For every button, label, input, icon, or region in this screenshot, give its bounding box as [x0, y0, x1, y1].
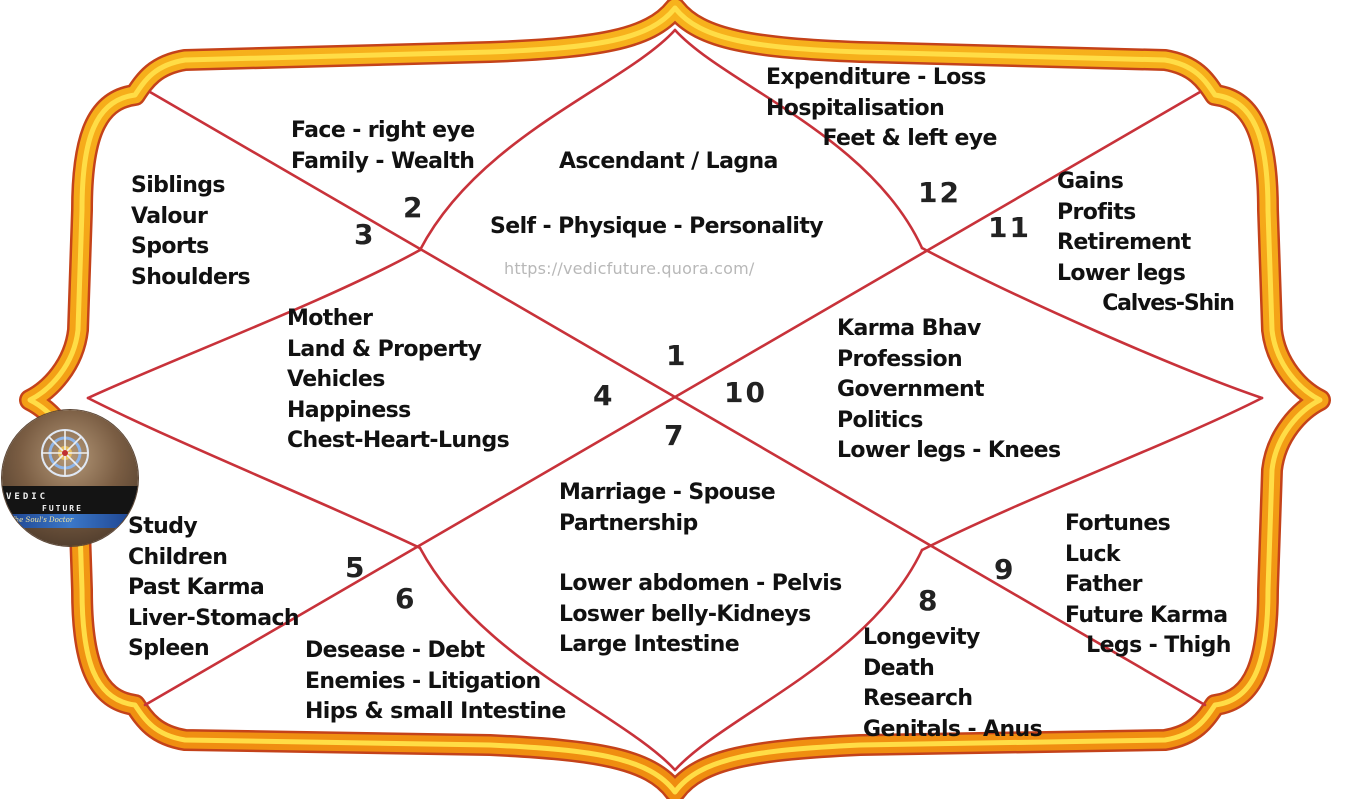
house-number-11: 11 [988, 211, 1031, 244]
house-4-line: Happiness [287, 397, 411, 423]
house-3-line: Shoulders [131, 264, 251, 290]
house-8-line: Death [863, 655, 935, 681]
ornate-frame-body [21, 0, 1329, 799]
house-10-line: Profession [837, 346, 963, 372]
ornate-frame-highlight [27, 5, 1323, 795]
logo-water-band [2, 514, 138, 528]
watermark-url: https://vedicfuture.quora.com/ [504, 259, 755, 278]
house-5-line: Past Karma [128, 575, 265, 600]
inner-curve-bottom-left [418, 546, 677, 772]
house-7-line: Partnership [559, 510, 698, 536]
house-1-line [490, 178, 823, 212]
house-4-line: Chest-Heart-Lungs [287, 428, 510, 453]
house-8-text: Longevity Death Research Genitals - Anus [863, 623, 1043, 745]
house-number-12: 12 [918, 176, 961, 209]
house-5-line: Children [128, 544, 228, 570]
house-5-text: Study Children Past Karma Liver-Stomach … [128, 512, 300, 665]
house-11-line: Retirement [1057, 230, 1191, 255]
house-4-text: Mother Land & Property Vehicles Happines… [287, 304, 510, 457]
house-10-line: Lower legs - Knees [837, 438, 1061, 463]
house-7-line [559, 539, 842, 569]
house-number-8: 8 [918, 584, 940, 617]
inner-curve-right-bottom [920, 396, 1264, 552]
inner-curve-top-left [418, 28, 677, 252]
inner-curve-right-top [920, 246, 1264, 400]
house-11-line: Lower legs [1057, 260, 1186, 286]
house-6-line: Desease - Debt [305, 638, 485, 663]
house-12-text: Expenditure - Loss Hospitalisation Feet … [766, 63, 997, 155]
house-number-1: 1 [666, 339, 688, 372]
house-7-line: Lower abdomen - Pelvis [559, 571, 842, 596]
inner-curve-left-top [86, 248, 422, 400]
house-3-text: Siblings Valour Sports Shoulders [131, 171, 251, 293]
house-2-line: Family - Wealth [291, 148, 475, 174]
house-7-line: Loswer belly-Kidneys [559, 601, 811, 627]
house-7-line: Marriage - Spouse [559, 480, 776, 505]
house-5-line: Liver-Stomach [128, 605, 300, 631]
house-4-line: Vehicles [287, 367, 385, 392]
house-number-9: 9 [994, 553, 1016, 586]
house-number-10: 10 [724, 376, 767, 409]
house-1-line: Ascendant / Lagna [559, 149, 778, 174]
house-6-line: Hips & small Intestine [305, 699, 566, 724]
house-11-text: Gains Profits Retirement Lower legs Calv… [1057, 167, 1235, 320]
house-number-3: 3 [354, 218, 376, 251]
house-9-line: Fortunes [1065, 511, 1171, 536]
house-number-4: 4 [593, 379, 615, 412]
logo-brand-bottom: FUTURE [42, 504, 83, 513]
house-5-line: Spleen [128, 636, 210, 661]
house-8-line: Longevity [863, 625, 980, 650]
ornate-frame [19, 0, 1331, 799]
house-9-line: Future Karma [1065, 602, 1228, 628]
house-8-line: Research [863, 686, 973, 711]
house-6-line: Enemies - Litigation [305, 668, 541, 694]
house-1-text: Ascendant / Lagna Self - Physique - Pers… [490, 147, 824, 242]
house-number-6: 6 [395, 582, 417, 615]
house-10-line: Karma Bhav [837, 316, 981, 341]
house-1-line: Self - Physique - Personality [490, 213, 824, 239]
house-3-line: Sports [131, 234, 209, 259]
inner-curve-left-bottom [86, 396, 422, 550]
inner-curve-bottom-right [673, 548, 924, 772]
house-11-line: Profits [1057, 199, 1136, 225]
logo-brand-top: VEDIC [6, 492, 49, 502]
house-4-line: Land & Property [287, 336, 482, 362]
diagonal-line-b [143, 90, 1202, 707]
vedic-future-logo: VEDIC FUTURE The Soul's Doctor [2, 410, 138, 546]
house-7-text: Marriage - Spouse Partnership Lower abdo… [559, 478, 842, 661]
house-11-line: Calves-Shin [1057, 291, 1235, 316]
house-9-line: Legs - Thigh [1065, 633, 1231, 658]
house-8-line: Genitals - Anus [863, 716, 1043, 742]
house-12-line: Feet & left eye [766, 126, 997, 151]
house-3-line: Siblings [131, 173, 226, 198]
house-12-line: Hospitalisation [766, 95, 945, 121]
mandala-wheel-icon [41, 429, 89, 477]
house-10-text: Karma Bhav Profession Government Politic… [837, 314, 1061, 467]
house-number-5: 5 [345, 551, 367, 584]
house-3-line: Valour [131, 203, 208, 229]
house-4-line: Mother [287, 306, 373, 331]
diagonal-line-a [148, 90, 1207, 707]
house-number-7: 7 [664, 419, 686, 452]
house-10-line: Government [837, 377, 985, 402]
house-number-2: 2 [403, 191, 425, 224]
house-12-line: Expenditure - Loss [766, 65, 986, 90]
house-5-line: Study [128, 514, 198, 539]
house-2-line: Face - right eye [291, 118, 475, 143]
inner-curve-top-right [673, 28, 924, 250]
house-9-line: Father [1065, 572, 1143, 597]
house-2-text: Face - right eye Family - Wealth [291, 116, 475, 177]
house-7-line: Large Intestine [559, 632, 740, 657]
logo-tagline: The Soul's Doctor [10, 516, 74, 524]
house-9-text: Fortunes Luck Father Future Karma Legs -… [1065, 509, 1231, 662]
house-10-line: Politics [837, 407, 923, 433]
house-11-line: Gains [1057, 169, 1124, 194]
house-9-line: Luck [1065, 541, 1121, 567]
house-6-text: Desease - Debt Enemies - Litigation Hips… [305, 636, 566, 728]
